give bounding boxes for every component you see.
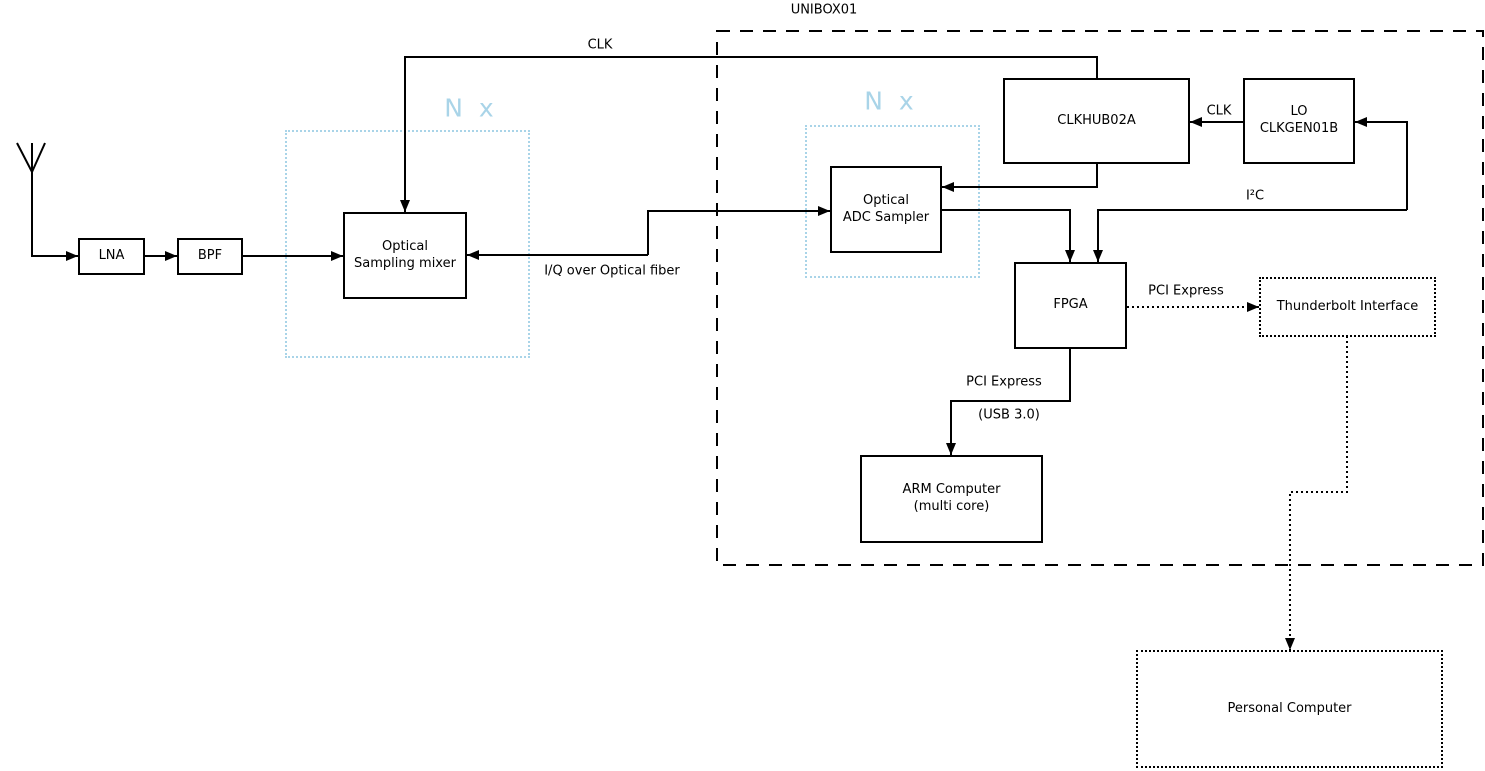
node-arm-computer: ARM Computer (multi core) [860, 455, 1043, 543]
label-iq-fiber: I/Q over Optical fiber [544, 263, 680, 279]
unibox01-title: UNIBOX01 [790, 2, 858, 18]
label-i2c: I²C [1245, 188, 1265, 204]
node-bpf: BPF [177, 238, 243, 275]
label-clk-lo-hub: CLK [1206, 103, 1232, 119]
node-lo-clkgen01b: LO CLKGEN01B [1243, 78, 1355, 164]
label-pcie-thunderbolt: PCI Express [1148, 283, 1224, 299]
adc-group-multiplier-label: N x [864, 86, 918, 116]
node-optical-adc-sampler: Optical ADC Sampler [830, 166, 942, 253]
node-fpga: FPGA [1014, 262, 1127, 349]
node-lna: LNA [78, 238, 145, 275]
node-personal-computer: Personal Computer [1136, 650, 1443, 768]
node-optical-sampling-mixer: Optical Sampling mixer [343, 212, 467, 299]
label-pcie-arm: PCI Express [966, 374, 1042, 390]
wire-iq-to-adc [647, 206, 830, 255]
wire-thunderbolt-pc [1285, 336, 1348, 650]
antenna-icon [16, 142, 78, 261]
node-thunderbolt-interface: Thunderbolt Interface [1259, 277, 1436, 337]
node-clkhub02a: CLKHUB02A [1003, 78, 1190, 164]
label-usb: (USB 3.0) [978, 407, 1040, 423]
mixer-group-multiplier-label: N x [444, 93, 498, 123]
wire-fpga-arm [946, 349, 1071, 455]
wire-i2c-to-lo [1355, 117, 1408, 210]
label-clk-main: CLK [587, 37, 613, 53]
wire-i2c-to-fpga [1093, 209, 1407, 262]
